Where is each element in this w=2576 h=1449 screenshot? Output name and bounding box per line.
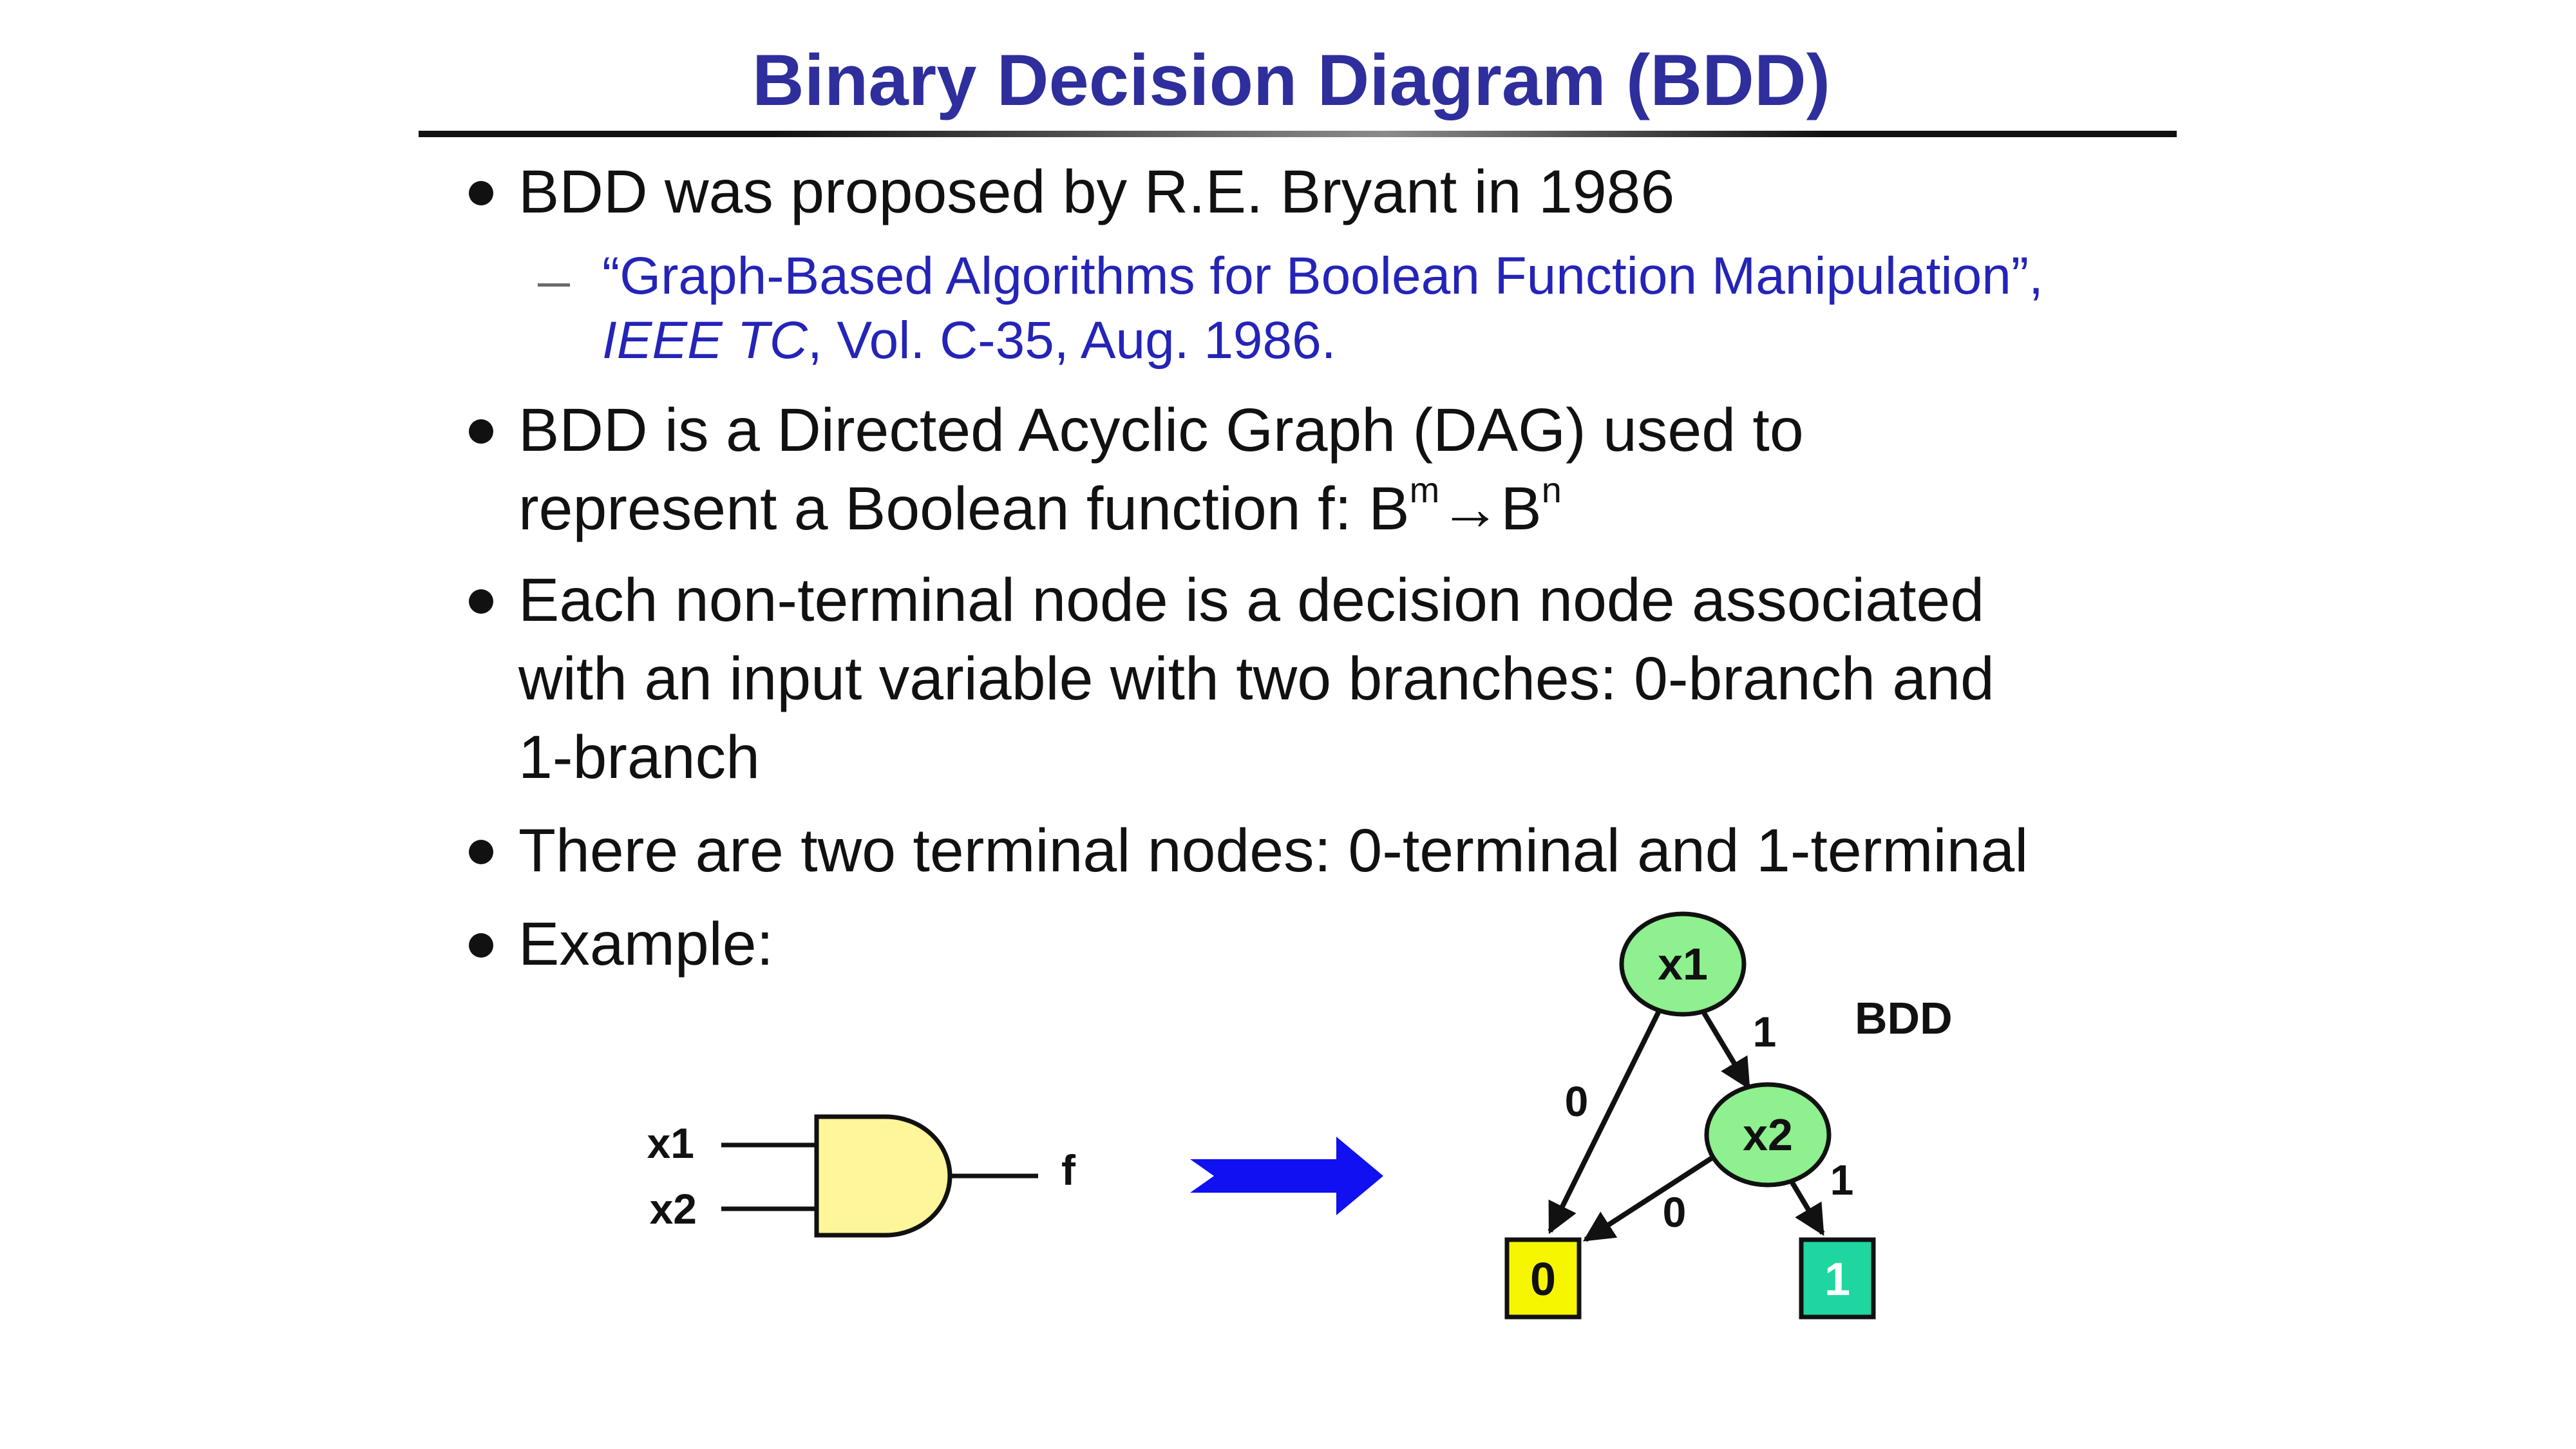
bdd-terminal-1: [1799, 1237, 1876, 1320]
edge-x1-high-label: 1: [1753, 1008, 1777, 1056]
codomain-base: B: [1501, 475, 1542, 543]
edge-x2-low: [1582, 1153, 1717, 1242]
superscript-n: n: [1541, 469, 1562, 510]
and-gate-body: [814, 1114, 952, 1238]
reference-line-2: IEEE TC, Vol. C-35, Aug. 1986.: [602, 308, 1336, 374]
bdd-node-x2: [1704, 1082, 1832, 1188]
bdd-node-x1: [1619, 911, 1747, 1017]
edge-x1-low-label: 0: [1565, 1077, 1589, 1125]
slide-title: Binary Decision Diagram (BDD): [752, 40, 1831, 120]
maps-to-arrow: →: [1439, 475, 1501, 543]
transform-arrow-icon: [1190, 1137, 1383, 1215]
bullet-dot-2: [469, 419, 493, 444]
bullet-node-line-3: 1-branch: [518, 723, 760, 791]
edge-x1-low: [1548, 1010, 1662, 1235]
gate-input-x1-label: x1: [647, 1119, 694, 1167]
bullet-example: Example:: [518, 910, 774, 978]
bdd-terminal-1-label: 1: [1824, 1254, 1850, 1305]
bdd-terminal-0-label: 0: [1530, 1254, 1556, 1305]
bullet-dot-3: [469, 589, 493, 614]
edge-x2-low-label: 0: [1663, 1188, 1687, 1236]
bdd-node-x2-label: x2: [1743, 1110, 1793, 1160]
reference-journal: IEEE TC: [602, 311, 808, 370]
bdd-node-x1-label: x1: [1658, 939, 1708, 989]
bullet-node-line-2: with an input variable with two branches…: [518, 645, 1994, 713]
gate-output-f-label: f: [1061, 1146, 1076, 1194]
bullet-node-line-1: Each non-terminal node is a decision nod…: [518, 566, 1985, 634]
and-gate: x1 x2 f: [647, 1114, 1076, 1238]
bullet-dag-line-1: BDD is a Directed Acyclic Graph (DAG) us…: [518, 396, 1804, 464]
dag-line-2-text: represent a Boolean function f: B: [518, 475, 1410, 543]
bullet-dag-line-2: represent a Boolean function f: Bm→Bn: [518, 469, 1562, 556]
title-divider: [419, 131, 2177, 137]
bullet-terminals: There are two terminal nodes: 0-terminal…: [518, 817, 2029, 885]
reference-details: , Vol. C-35, Aug. 1986.: [807, 311, 1336, 370]
edge-x1-high: [1701, 1011, 1751, 1090]
bullet-proposed: BDD was proposed by R.E. Bryant in 1986: [518, 158, 1675, 226]
superscript-m: m: [1409, 469, 1440, 510]
edge-x2-high: [1786, 1175, 1825, 1236]
bdd-terminal-0: [1504, 1237, 1582, 1320]
bullet-dot-5: [469, 933, 493, 958]
bdd-graph: x1 x2 0 1 0 1 0 1 BDD: [1504, 911, 1953, 1320]
bullet-dot-1: [469, 181, 493, 205]
sub-bullet-dash: [538, 283, 570, 287]
edge-x2-high-label: 1: [1830, 1156, 1854, 1204]
bdd-caption: BDD: [1855, 993, 1953, 1043]
gate-input-x2-label: x2: [650, 1185, 697, 1233]
reference-line-1: “Graph-Based Algorithms for Boolean Func…: [602, 247, 2043, 305]
bullet-dot-4: [469, 840, 493, 864]
